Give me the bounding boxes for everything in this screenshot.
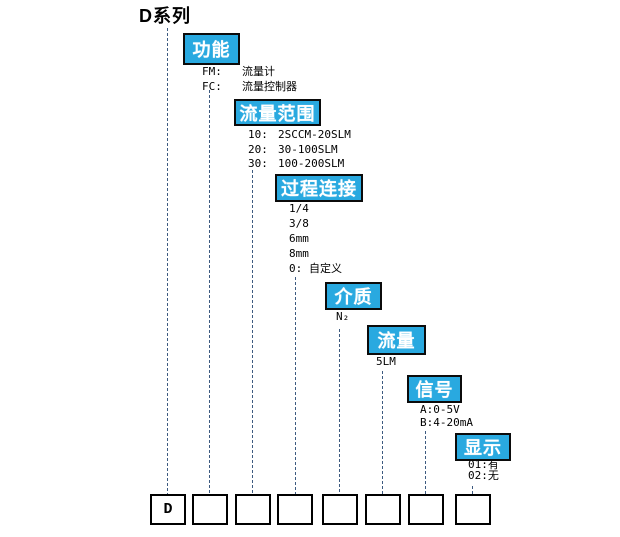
option-desc: 自定义 — [309, 262, 342, 275]
model-code-box-series: D — [150, 494, 186, 525]
label-box-signal: 信号 — [407, 375, 462, 403]
option-process-connection-3: 8mm — [289, 248, 309, 260]
connector-line-6 — [382, 371, 383, 494]
option-code: 20: — [248, 143, 268, 156]
option-code: 5LM — [376, 355, 396, 368]
option-function-0: FM: 流量计 — [202, 66, 275, 78]
option-code: FM: — [202, 65, 222, 78]
label-box-display: 显示 — [455, 433, 511, 461]
option-desc: 流量控制器 — [242, 80, 297, 93]
model-code-box-1 — [192, 494, 228, 525]
connector-line-5 — [339, 329, 340, 494]
option-process-connection-4: 0: 自定义 — [289, 263, 342, 275]
option-flow-0: 5LM — [376, 356, 396, 368]
option-code: FC: — [202, 80, 222, 93]
option-desc: 30-100SLM — [278, 143, 338, 156]
option-desc: 流量计 — [242, 65, 275, 78]
connector-line-4 — [295, 277, 296, 494]
model-code-box-3 — [277, 494, 313, 525]
option-desc: 2SCCM-20SLM — [278, 128, 351, 141]
connector-line-8 — [472, 486, 473, 494]
label-box-medium: 介质 — [325, 282, 382, 310]
option-display-0: 01:有 — [468, 459, 499, 471]
option-code: 8mm — [289, 247, 309, 260]
model-code-box-2 — [235, 494, 271, 525]
option-code: 0: — [289, 262, 303, 275]
option-code: 30: — [248, 157, 268, 170]
option-flow-range-0: 10: 2SCCM-20SLM — [248, 129, 351, 141]
label-box-flow: 流量 — [367, 325, 426, 355]
series-title: D系列 — [139, 6, 191, 26]
option-code: 10: — [248, 128, 268, 141]
option-code: 3/8 — [289, 217, 309, 230]
model-code-box-7 — [455, 494, 491, 525]
option-flow-range-1: 20: 30-100SLM — [248, 144, 338, 156]
model-code-box-4 — [322, 494, 358, 525]
option-code: A:0-5V — [420, 403, 460, 416]
option-code: B:4-20mA — [420, 416, 473, 429]
option-process-connection-1: 3/8 — [289, 218, 309, 230]
option-process-connection-0: 1/4 — [289, 203, 309, 215]
option-display-1: 02:无 — [468, 470, 499, 482]
model-code-box-5 — [365, 494, 401, 525]
label-box-process-connection: 过程连接 — [275, 174, 363, 202]
label-box-function: 功能 — [183, 33, 240, 65]
option-medium-0: N₂ — [336, 311, 349, 323]
option-flow-range-2: 30: 100-200SLM — [248, 158, 344, 170]
connector-line-2 — [209, 90, 210, 494]
option-code: 01:有 — [468, 458, 499, 471]
connector-line-1 — [167, 28, 168, 494]
option-signal-1: B:4-20mA — [420, 417, 473, 429]
label-box-flow-range: 流量范围 — [234, 99, 321, 126]
connector-line-7 — [425, 431, 426, 494]
model-code-box-6 — [408, 494, 444, 525]
option-code: 6mm — [289, 232, 309, 245]
option-code: 02:无 — [468, 469, 499, 482]
option-code: 1/4 — [289, 202, 309, 215]
option-code: N₂ — [336, 310, 350, 323]
option-process-connection-2: 6mm — [289, 233, 309, 245]
option-desc: 100-200SLM — [278, 157, 345, 170]
option-function-1: FC: 流量控制器 — [202, 81, 297, 93]
option-signal-0: A:0-5V — [420, 404, 460, 416]
connector-line-3 — [252, 170, 253, 494]
